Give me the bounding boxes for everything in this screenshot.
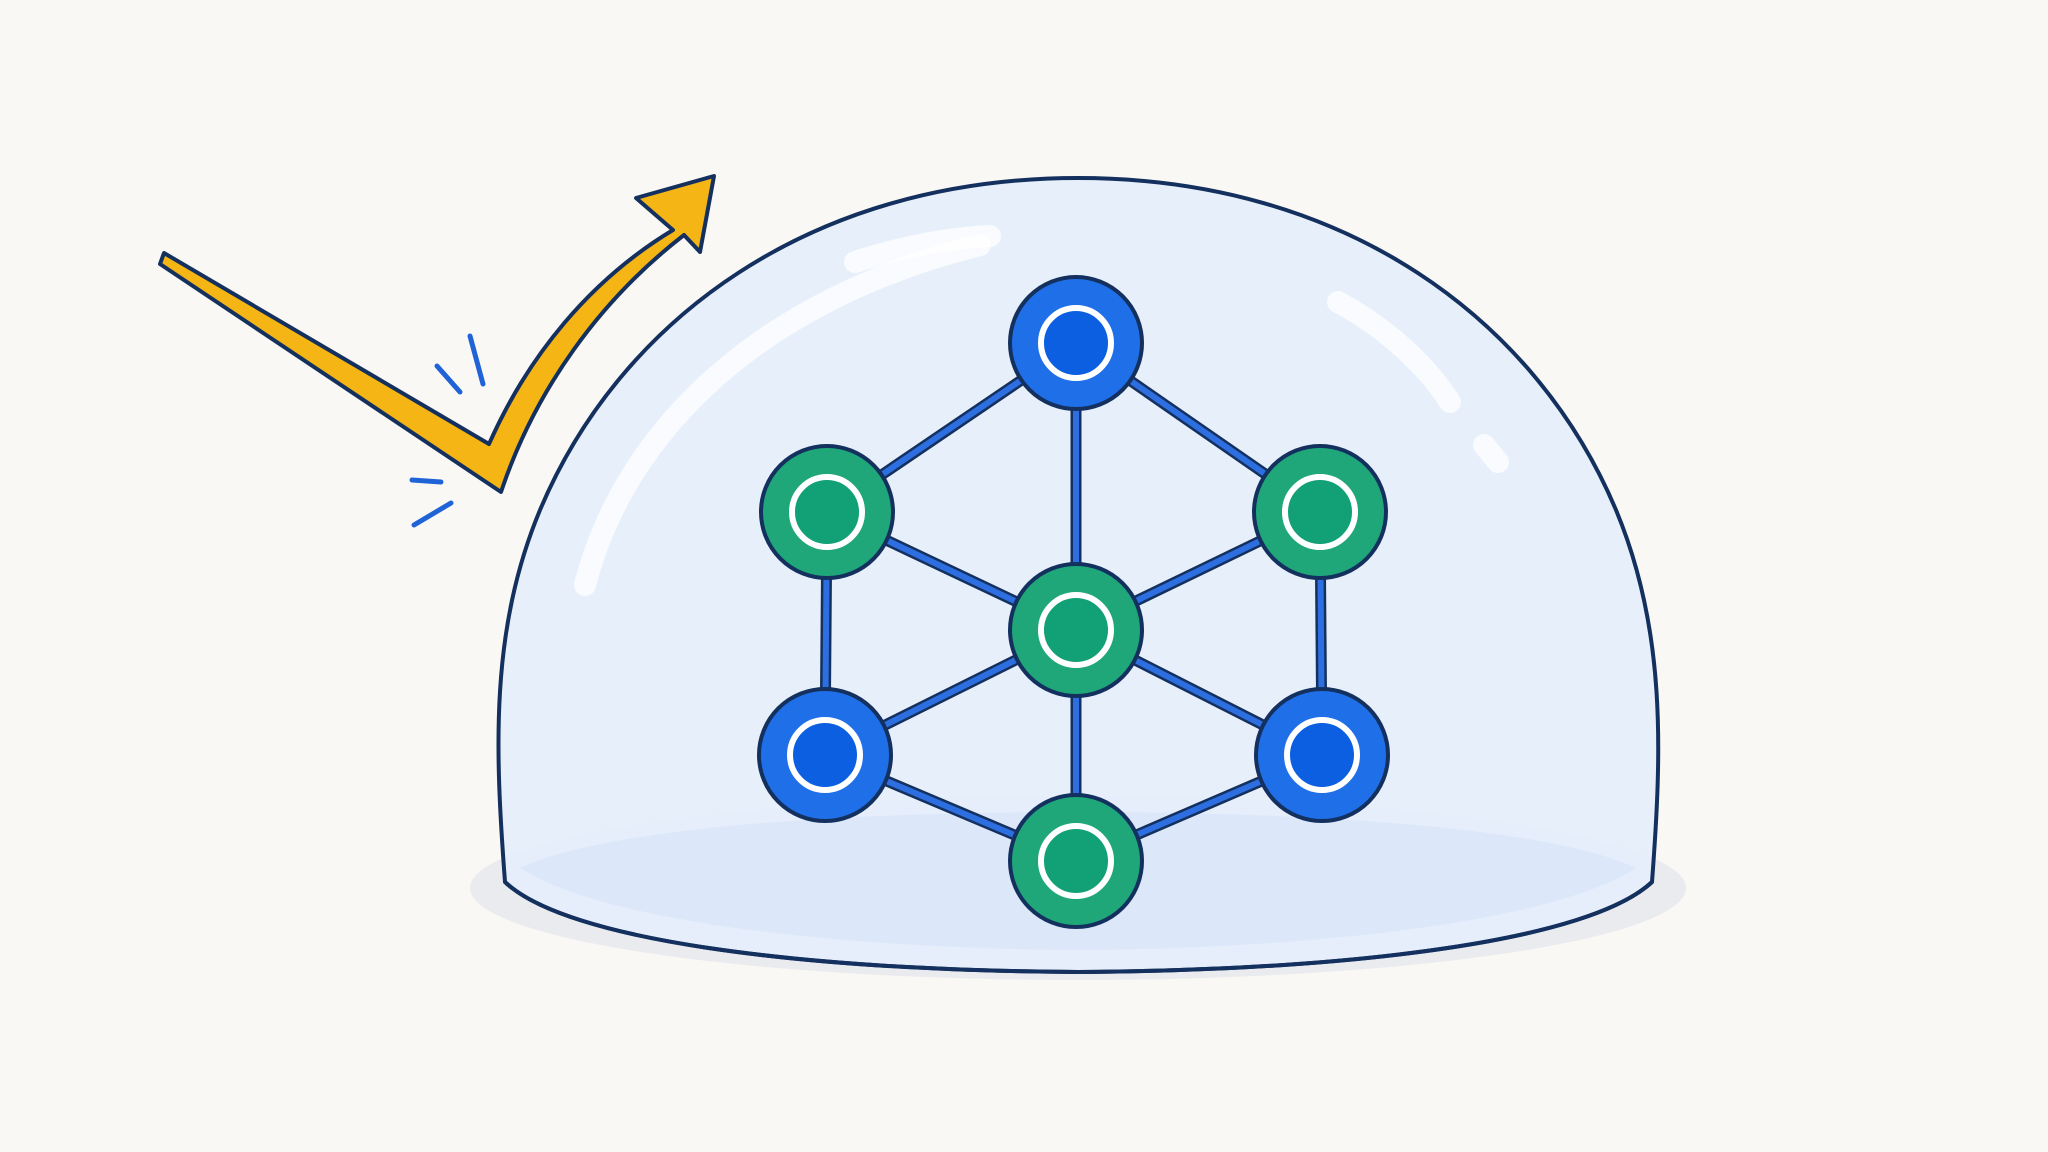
network-node-center <box>1008 562 1144 698</box>
impact-mark-3 <box>409 477 444 485</box>
impact-mark-1 <box>434 363 463 395</box>
node-core-ring <box>1282 474 1358 550</box>
node-core-ring <box>1038 823 1114 899</box>
dome-highlight-right-dot <box>1473 434 1509 473</box>
network-node-upper-left <box>759 444 895 580</box>
impact-marks <box>409 333 486 528</box>
node-core-ring <box>1284 717 1360 793</box>
dome-highlight-left <box>574 234 991 596</box>
network-node-lower-right <box>1254 687 1390 823</box>
network-node-lower-left <box>757 687 893 823</box>
node-core-ring <box>1038 305 1114 381</box>
deflected-arrow-icon <box>158 174 716 494</box>
network-node-top <box>1008 275 1144 411</box>
network-node-bottom <box>1008 793 1144 929</box>
dome-highlight-right <box>1327 291 1461 413</box>
dome-rim <box>503 880 1654 975</box>
dome-highlight-top-left <box>844 225 1001 273</box>
network-graph-icon <box>757 275 1390 929</box>
impact-mark-4 <box>411 500 454 528</box>
node-core-ring <box>787 717 863 793</box>
node-core-ring <box>1038 592 1114 668</box>
node-core-ring <box>789 474 865 550</box>
network-node-upper-right <box>1252 444 1388 580</box>
arrow-shaft <box>158 174 716 494</box>
impact-mark-2 <box>467 333 486 387</box>
